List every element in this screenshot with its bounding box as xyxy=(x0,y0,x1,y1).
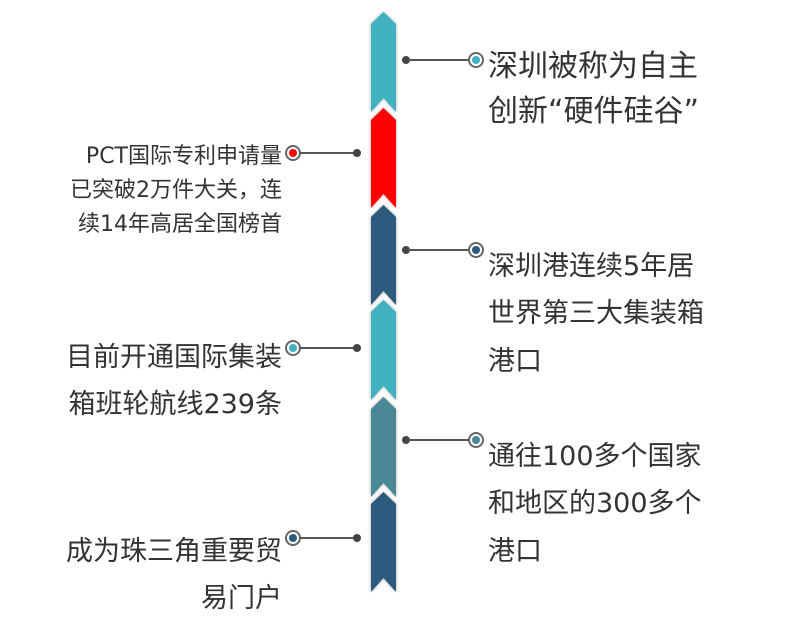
item-text-3: 深圳港连续5年居 世界第三大集装箱 港口 xyxy=(488,243,704,385)
text-line: 目前开通国际集装 xyxy=(66,342,282,373)
item-text-2: PCT国际专利申请量 已突破2万件大关，连 续14年高居全国榜首 xyxy=(70,140,282,242)
text-line: 易门户 xyxy=(201,583,282,615)
text-line: 和地区的300多个 xyxy=(488,488,702,520)
connector xyxy=(402,432,484,448)
connector xyxy=(402,52,484,68)
item-text-1: 深圳被称为自主 创新“硬件硅谷” xyxy=(488,44,699,134)
text-line: 箱班轮航线239条 xyxy=(68,389,282,421)
connector-marker-icon xyxy=(468,242,484,258)
text-line: 已突破2万件大关，连 xyxy=(70,178,282,204)
item-text-6: 成为珠三角重要贸 易门户 xyxy=(66,528,282,623)
timeline-segment xyxy=(371,492,396,592)
timeline-segment xyxy=(371,108,396,208)
text-line: 港口 xyxy=(488,535,542,567)
connector-dot xyxy=(402,56,410,64)
connector-dot xyxy=(353,534,361,542)
text-line: 世界第三大集装箱 xyxy=(488,298,704,330)
connector-dot xyxy=(353,344,361,352)
timeline-segment xyxy=(371,397,396,497)
timeline-segment xyxy=(371,300,396,400)
connector-marker-icon xyxy=(468,432,484,448)
text-line: 成为珠三角重要贸 xyxy=(66,536,282,567)
connector xyxy=(285,530,365,546)
text-line: 深圳港连续5年居 xyxy=(488,251,695,282)
text-line: 港口 xyxy=(488,345,542,377)
text-line: 深圳被称为自主 xyxy=(488,49,698,84)
connector xyxy=(402,242,484,258)
connector xyxy=(285,340,365,356)
connector xyxy=(285,145,365,161)
text-line: 通往100多个国家 xyxy=(488,441,702,472)
connector-dot xyxy=(402,436,410,444)
text-line: PCT国际专利申请量 xyxy=(85,144,282,169)
item-text-5: 通往100多个国家 和地区的300多个 港口 xyxy=(488,433,702,575)
text-line: 创新“硬件硅谷” xyxy=(488,94,700,129)
timeline-segment xyxy=(371,12,396,112)
timeline-segment xyxy=(371,205,396,305)
connector-dot xyxy=(353,149,361,157)
text-line: 续14年高居全国榜首 xyxy=(78,212,282,238)
connector-marker-icon xyxy=(468,52,484,68)
connector-dot xyxy=(402,246,410,254)
item-text-4: 目前开通国际集装 箱班轮航线239条 xyxy=(66,334,282,429)
